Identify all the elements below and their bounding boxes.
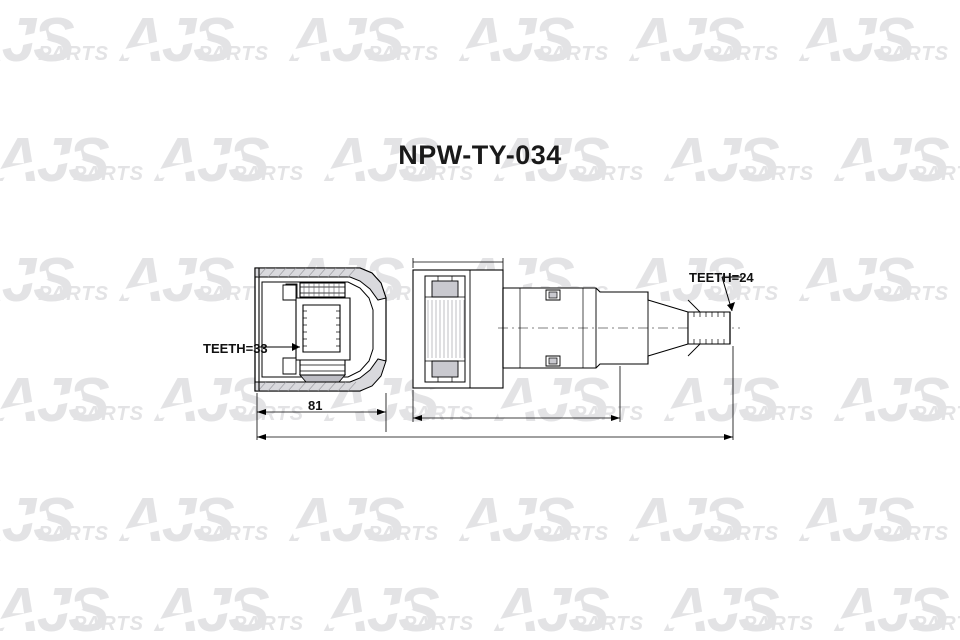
label-teeth-left: TEETH=33 <box>203 341 268 356</box>
bearing-block <box>412 269 504 389</box>
label-dimension-length: 81 <box>308 398 323 413</box>
dimension-lines <box>256 258 734 440</box>
tripod-spider <box>285 282 351 383</box>
seal-flange <box>282 284 297 375</box>
drive-shaft <box>498 287 740 369</box>
label-teeth-right: TEETH=24 <box>689 270 754 285</box>
spline-end <box>687 299 731 357</box>
part-number-title: NPW-TY-034 <box>398 140 562 170</box>
leader-lines <box>258 276 742 351</box>
